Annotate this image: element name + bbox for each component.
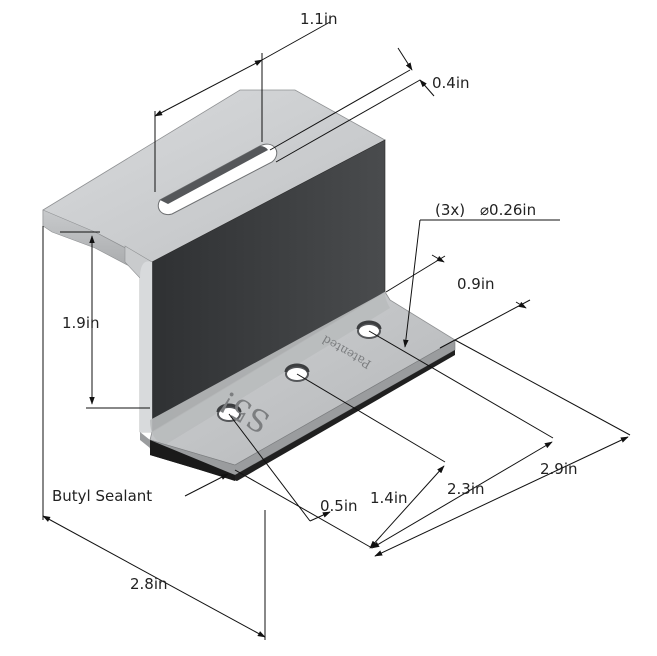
dim-slot-length [154,59,263,117]
label-hole2: 1.4in [370,489,408,507]
butyl-sealant-end [150,440,235,481]
ext-base-start [234,469,373,549]
ext-base-end [454,339,631,436]
dimension-lines [42,21,631,640]
ext-hole3 [368,330,554,439]
dim-0.9-a [431,254,445,263]
label-length: 2.8in [130,575,168,593]
ext-0.9b [439,299,531,349]
label-slot-length: 1.1in [300,10,338,28]
leader-sealant [184,473,229,497]
label-height: 1.9in [62,314,100,332]
label-base-length: 2.9in [540,460,578,478]
base-bend [150,292,390,445]
slot-inner-wall [160,146,268,204]
label-butyl-sealant: Butyl Sealant [52,487,152,505]
leader-hole [403,219,421,348]
dim-base-length [374,436,629,557]
slot [157,143,278,216]
label-slot-width: 0.4in [432,74,470,92]
label-hole-diameter: ⌀0.26in [480,201,536,219]
ext-slot-w1 [269,69,411,151]
dim-0.9-b [515,301,527,309]
dim-hole2-line [369,465,445,549]
dim-slot-width-b [419,79,435,97]
slot-cutout [157,143,278,216]
dim-length [42,515,266,638]
ext-0.9a [385,255,446,293]
label-hole-count: (3x) [435,201,465,219]
ext-slot-w2 [275,79,421,163]
dim-hole1 [309,511,331,522]
label-hole3: 2.3in [447,480,485,498]
bend-shading [140,261,152,432]
dim-slot-width-a [397,47,413,71]
leader-slot-length [261,21,331,61]
ext-hole1 [228,413,311,522]
label-hole1: 0.5in [320,497,358,515]
label-hole-edge: 0.9in [457,275,495,293]
base-plate-left-edge [140,432,150,448]
dimension-labels: 1.1in 0.4in (3x) ⌀0.26in 0.9in 1.9in 2.8… [52,10,578,593]
